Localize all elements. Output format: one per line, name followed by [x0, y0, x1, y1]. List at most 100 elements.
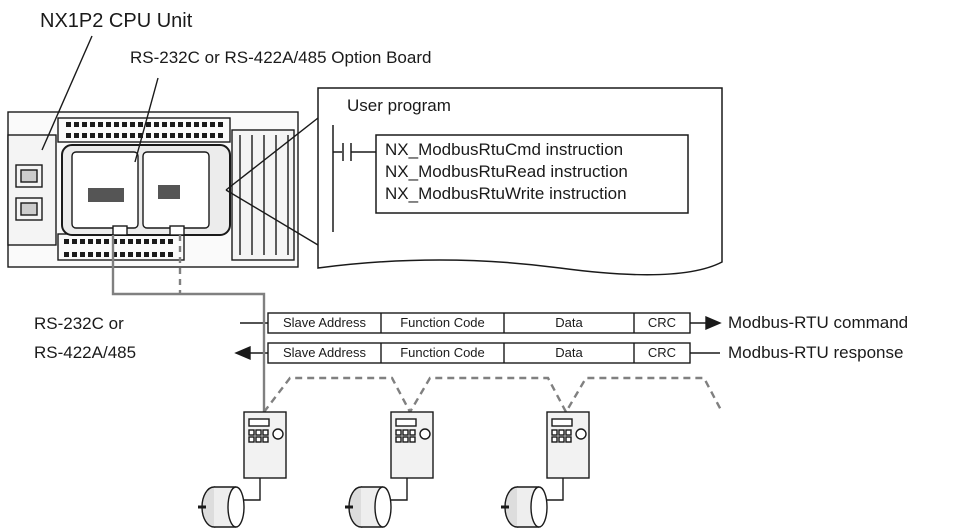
- terminal-screw: [114, 122, 119, 127]
- terminal-screw: [64, 252, 69, 257]
- terminal-screw: [218, 122, 223, 127]
- terminal-screw: [152, 239, 157, 244]
- terminal-screw: [72, 252, 77, 257]
- terminal-screw: [104, 239, 109, 244]
- terminal-screw: [98, 133, 103, 138]
- terminal-screw: [114, 133, 119, 138]
- instruction-list: NX_ModbusRtuCmd instruction NX_ModbusRtu…: [385, 139, 628, 205]
- terminal-screw: [138, 133, 143, 138]
- controller-display: [395, 418, 417, 427]
- controller-display: [551, 418, 573, 427]
- terminal-screw: [144, 239, 149, 244]
- command-label: Modbus-RTU command: [728, 313, 909, 332]
- motor-end: [227, 486, 245, 528]
- controller-dial: [272, 428, 284, 440]
- ethernet-port-2: [15, 197, 43, 221]
- terminal-screw: [136, 252, 141, 257]
- terminal-screw: [202, 133, 207, 138]
- terminal-screw: [168, 239, 173, 244]
- terminal-screw: [80, 252, 85, 257]
- option-board-label: RS-232C or RS-422A/485 Option Board: [130, 48, 432, 67]
- terminal-screw: [210, 133, 215, 138]
- terminal-screw: [138, 122, 143, 127]
- slave-device: [198, 411, 287, 528]
- terminal-screw: [152, 252, 157, 257]
- zoom-line-top: [225, 117, 319, 191]
- terminal-screw: [122, 122, 127, 127]
- terminal-screw: [178, 133, 183, 138]
- user-program-callout: [317, 87, 723, 276]
- terminal-screw: [178, 122, 183, 127]
- command-field-data: Data: [555, 315, 583, 330]
- serial-cables: [111, 235, 724, 415]
- frames: [234, 312, 722, 364]
- terminal-screw: [106, 133, 111, 138]
- terminal-screw: [160, 239, 165, 244]
- rs232-cable: [111, 235, 266, 412]
- terminal-screw: [128, 252, 133, 257]
- slave-device: [501, 411, 590, 528]
- terminal-screw: [66, 122, 71, 127]
- terminal-screw: [130, 133, 135, 138]
- response-field-crc: CRC: [647, 345, 677, 360]
- terminal-dots: [64, 122, 223, 257]
- zoom-line-bottom: [225, 189, 319, 246]
- cpu-unit-pointer: [41, 35, 93, 151]
- terminal-screw: [146, 122, 151, 127]
- top-terminal-block: [57, 117, 231, 143]
- terminal-screw: [64, 239, 69, 244]
- terminal-screw: [162, 122, 167, 127]
- terminal-screw: [194, 122, 199, 127]
- terminal-screw: [154, 133, 159, 138]
- terminal-screw: [82, 133, 87, 138]
- terminal-screw: [162, 133, 167, 138]
- terminal-screw: [106, 122, 111, 127]
- ethernet-port-1: [15, 164, 43, 188]
- serial-label-line-1: RS-232C or: [34, 314, 124, 333]
- terminal-screw: [88, 252, 93, 257]
- serial-label-line-2: RS-422A/485: [34, 343, 137, 362]
- terminal-screw: [90, 122, 95, 127]
- response-label: Modbus-RTU response: [728, 343, 904, 362]
- controller-dial: [575, 428, 587, 440]
- terminal-screw: [120, 239, 125, 244]
- terminal-screw: [120, 252, 125, 257]
- terminal-screw: [186, 122, 191, 127]
- terminal-screw: [144, 252, 149, 257]
- terminal-screw: [202, 122, 207, 127]
- terminal-screw: [96, 239, 101, 244]
- instruction-read: NX_ModbusRtuRead instruction: [385, 162, 628, 181]
- cpu-unit: [7, 111, 299, 268]
- terminal-screw: [160, 252, 165, 257]
- motor-end: [530, 486, 548, 528]
- command-field-slave-address: Slave Address: [282, 315, 367, 330]
- response-field-data: Data: [555, 345, 583, 360]
- terminal-screw: [82, 122, 87, 127]
- multidrop-bus: [263, 376, 724, 415]
- terminal-screw: [90, 133, 95, 138]
- instruction-cmd: NX_ModbusRtuCmd instruction: [385, 140, 624, 159]
- terminal-screw: [136, 239, 141, 244]
- terminal-screw: [218, 133, 223, 138]
- cpu-unit-label: NX1P2 CPU Unit: [40, 10, 193, 32]
- controller-dial: [419, 428, 431, 440]
- option-board-pointer: [134, 77, 159, 163]
- terminal-screw: [98, 122, 103, 127]
- terminal-screw: [112, 252, 117, 257]
- command-field-function-code: Function Code: [400, 315, 485, 330]
- terminal-screw: [74, 133, 79, 138]
- terminal-screw: [168, 252, 173, 257]
- command-field-crc: CRC: [647, 315, 677, 330]
- terminal-screw: [210, 122, 215, 127]
- terminal-screw: [154, 122, 159, 127]
- terminal-screw: [112, 239, 117, 244]
- pointer-lines: [41, 35, 319, 246]
- response-arrow-icon: [234, 345, 251, 361]
- terminal-screw: [88, 239, 93, 244]
- terminal-screw: [104, 252, 109, 257]
- terminal-screw: [186, 133, 191, 138]
- slave-devices: [198, 411, 590, 528]
- terminal-screw: [130, 122, 135, 127]
- controller-display: [248, 418, 270, 427]
